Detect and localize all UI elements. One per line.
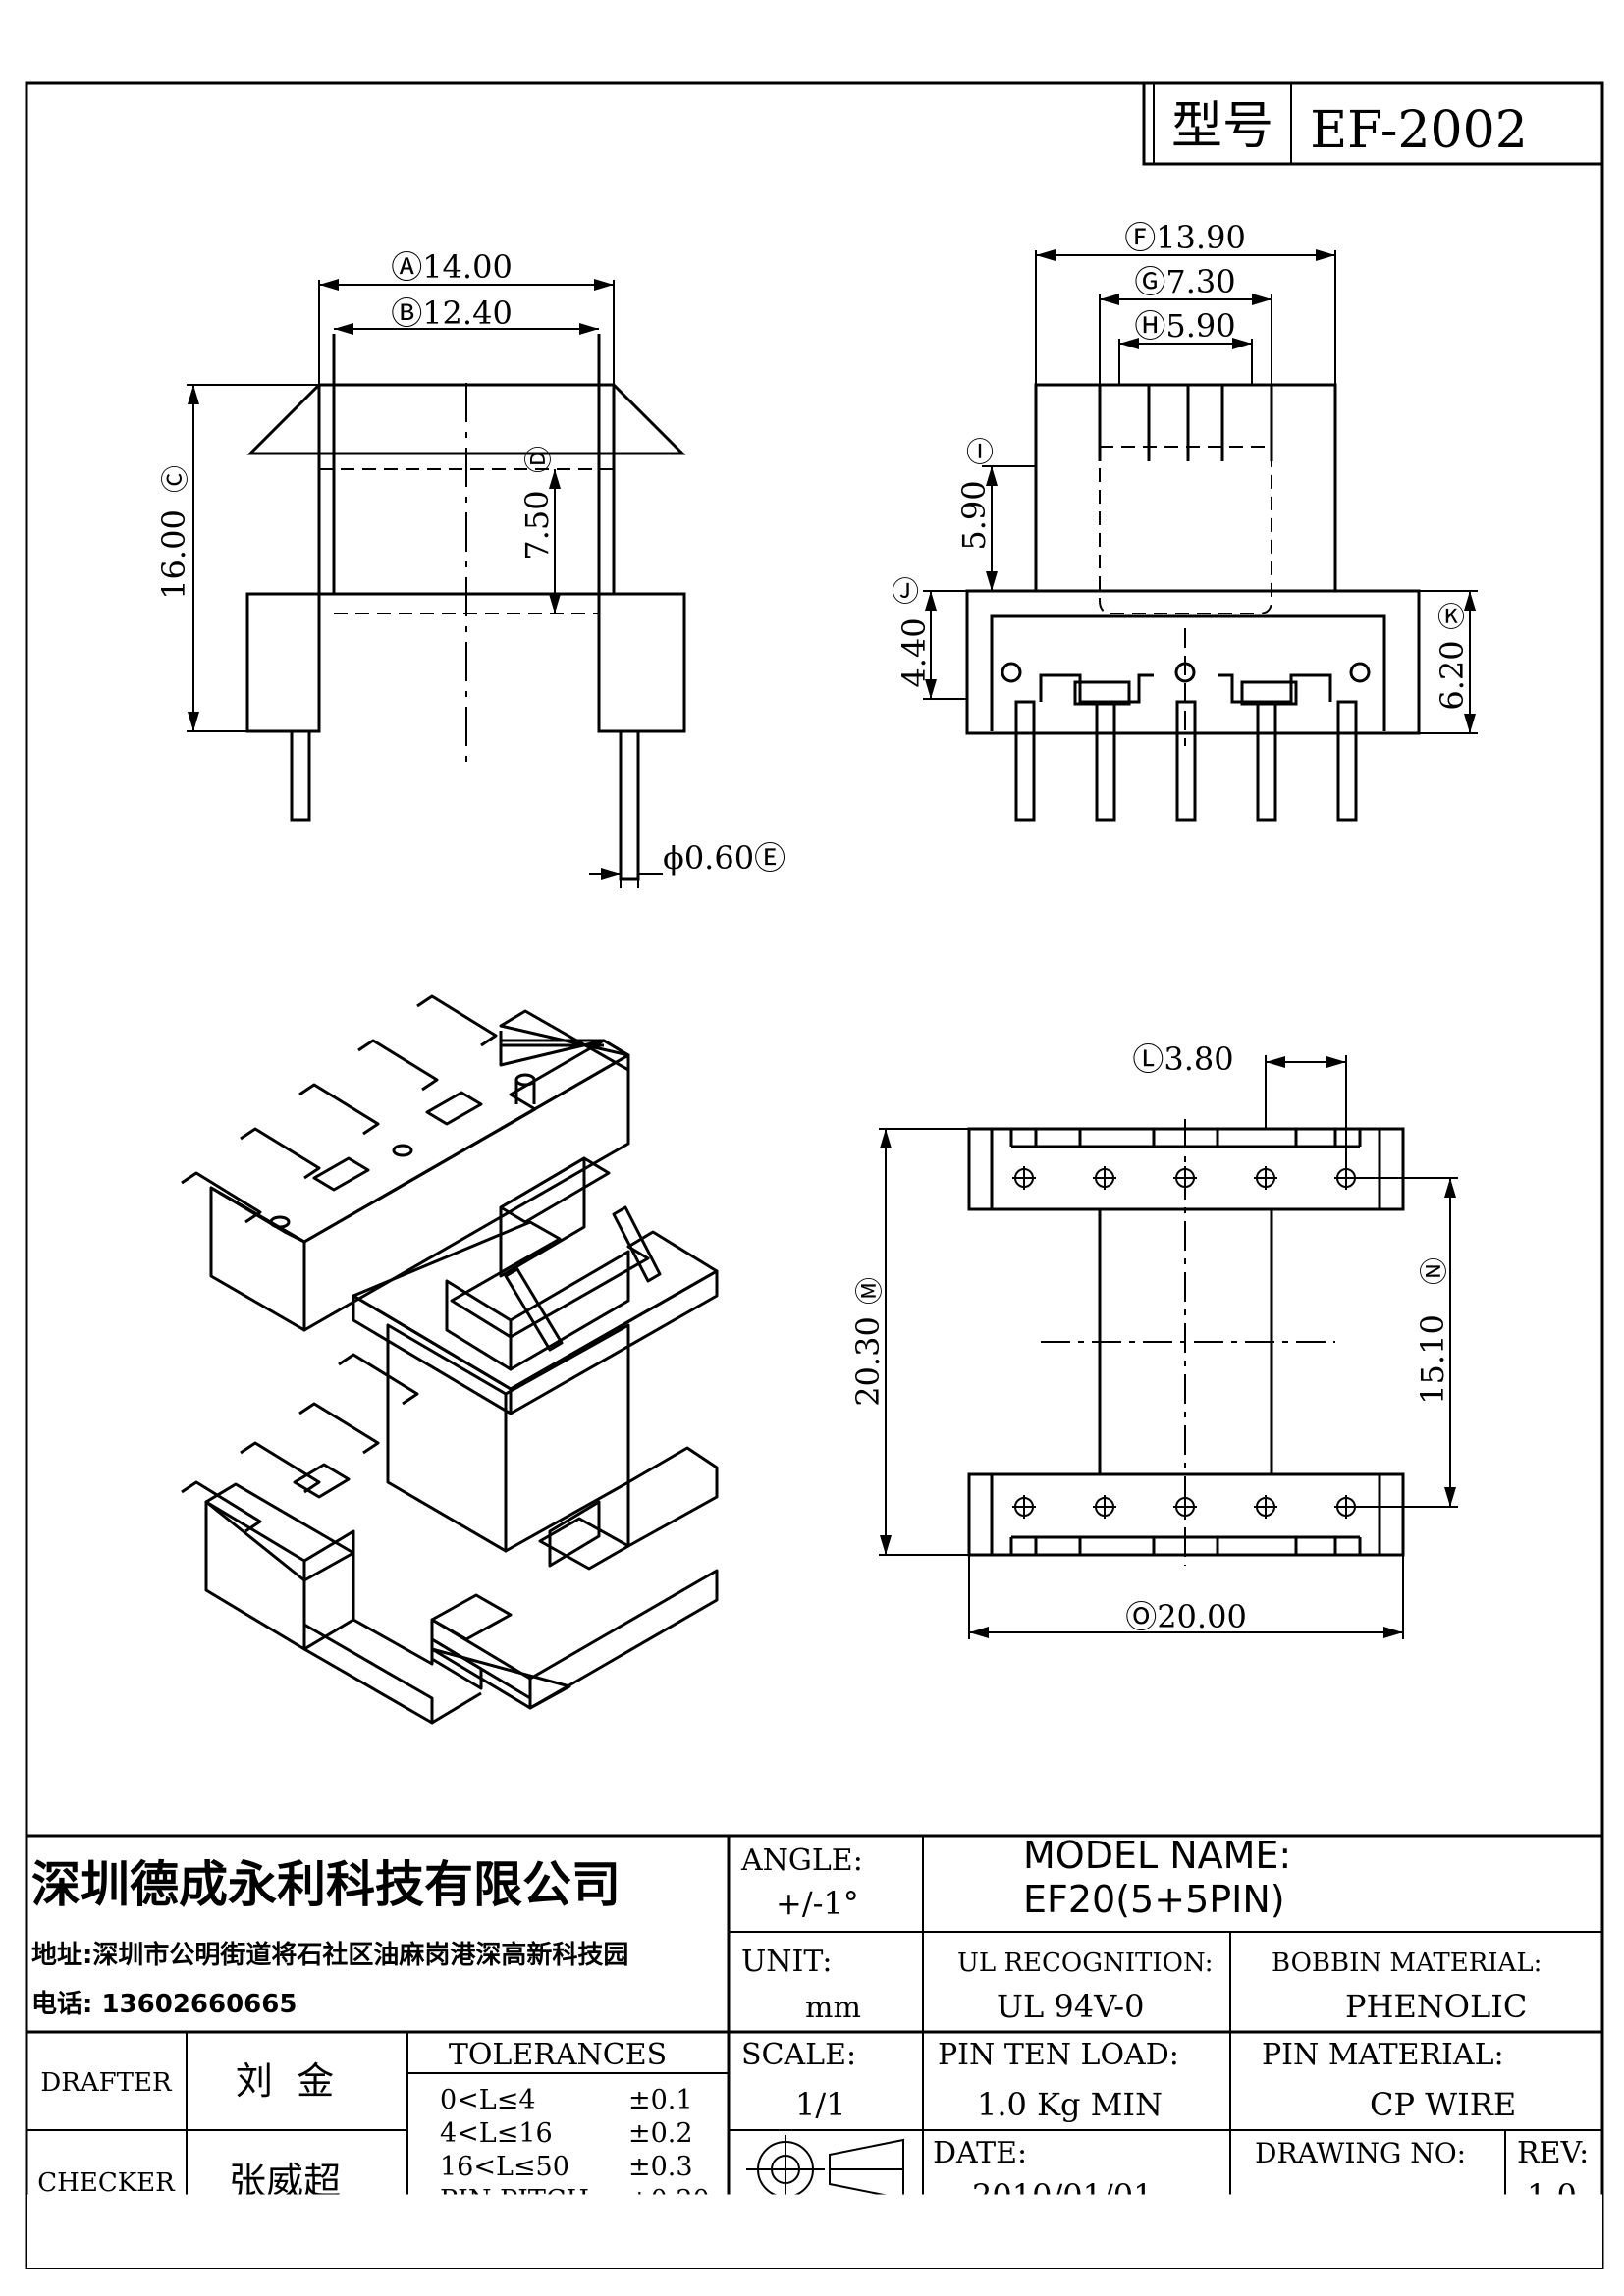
bobbin-label: BOBBIN MATERIAL:	[1272, 1949, 1542, 1978]
dim-i-tag: Ⓘ	[966, 436, 994, 468]
unit-value: mm	[805, 1991, 861, 2025]
side-view-dims	[923, 249, 1478, 734]
dim-b: Ⓑ12.40	[391, 294, 513, 332]
model-value: EF-2002	[1310, 101, 1528, 160]
dim-j: 4.40	[895, 617, 933, 687]
dim-k: 6.20	[1434, 640, 1471, 710]
drawing-no-label: DRAWING NO:	[1255, 2137, 1466, 2169]
pin-load-value: 1.0 Kg MIN	[977, 2086, 1163, 2123]
dim-o: Ⓞ20.00	[1125, 1598, 1247, 1635]
page-crop-mask	[27, 2195, 1602, 2268]
rev-value: 1.0	[1527, 2177, 1577, 2215]
dim-c-tag: Ⓒ	[159, 465, 191, 493]
tol-range: 16<L≤50	[440, 2152, 569, 2182]
dim-d: 7.50	[518, 490, 556, 560]
date-value: 2010/01/01	[972, 2177, 1153, 2215]
tol-value: ±0.3	[628, 2152, 693, 2182]
tol-range: PIN PITCH	[440, 2185, 589, 2216]
model-name-label: MODEL NAME:	[1023, 1834, 1291, 1877]
tol-range: 0<L≤4	[440, 2085, 536, 2115]
front-view-dims	[187, 279, 663, 888]
pin-material-value: CP WIRE	[1370, 2086, 1516, 2123]
bottom-view-dims	[879, 1055, 1458, 1639]
unit-label: UNIT:	[741, 1945, 832, 1979]
dim-l: Ⓛ3.80	[1132, 1041, 1233, 1078]
company-phone: 电话: 13602660665	[31, 1990, 297, 2019]
angle-label: ANGLE:	[740, 1843, 863, 1878]
tol-range: 4<L≤16	[440, 2118, 553, 2149]
dim-m: 20.30	[849, 1316, 887, 1407]
checker-label: CHECKER	[37, 2168, 176, 2198]
dim-c: 16.00	[155, 509, 192, 600]
model-header: 型号 EF-2002	[1142, 81, 1604, 166]
dim-d-tag: Ⓓ	[522, 446, 555, 473]
dim-m-tag: Ⓜ	[853, 1277, 886, 1305]
dim-e: ϕ0.60Ⓔ	[663, 839, 785, 877]
dim-f: Ⓕ13.90	[1124, 219, 1246, 256]
drafter-name: 刘 金	[236, 2059, 334, 2103]
dim-j-tag: Ⓙ	[892, 575, 919, 608]
side-view	[965, 383, 1421, 822]
drafter-label: DRAFTER	[40, 2068, 173, 2098]
model-label: 型号	[1171, 97, 1273, 156]
date-label: DATE:	[933, 2136, 1027, 2170]
rev-label: REV:	[1517, 2136, 1589, 2170]
angle-value: +/-1°	[776, 1885, 859, 1922]
tolerances-label: TOLERANCES	[449, 2038, 667, 2072]
pin-load-label: PIN TEN LOAD:	[938, 2038, 1179, 2072]
scale-label: SCALE:	[741, 2038, 856, 2072]
ul-label: UL RECOGNITION:	[957, 1949, 1214, 1978]
scale-value: 1/1	[795, 2086, 846, 2123]
tol-value: ±0.2	[628, 2118, 693, 2149]
isometric-view	[181, 994, 719, 1725]
tol-value: ±0.1	[628, 2085, 693, 2115]
bottom-view	[967, 1119, 1405, 1566]
tol-value: ±0.20	[628, 2185, 710, 2216]
dim-h: Ⓗ5.90	[1134, 307, 1235, 345]
dim-i: 5.90	[955, 480, 993, 550]
front-view	[245, 334, 686, 881]
dim-k-tag: Ⓚ	[1437, 601, 1465, 633]
dim-n-tag: Ⓝ	[1418, 1257, 1450, 1285]
company-address: 地址:深圳市公明街道将石社区油麻岗港深高新科技园	[31, 1940, 628, 1970]
bobbin-value: PHENOLIC	[1345, 1988, 1527, 2025]
dim-a: Ⓐ14.00	[391, 248, 513, 286]
ul-value: UL 94V-0	[997, 1988, 1144, 2025]
dim-g: Ⓖ7.30	[1134, 263, 1235, 300]
company-name: 深圳德成永利科技有限公司	[31, 1856, 621, 1913]
model-name-value: EF20(5+5PIN)	[1023, 1878, 1285, 1921]
pin-material-label: PIN MATERIAL:	[1262, 2038, 1504, 2072]
dim-n: 15.10	[1414, 1314, 1451, 1405]
projection-symbol	[746, 2135, 904, 2204]
title-block-lines	[27, 1834, 1602, 2268]
